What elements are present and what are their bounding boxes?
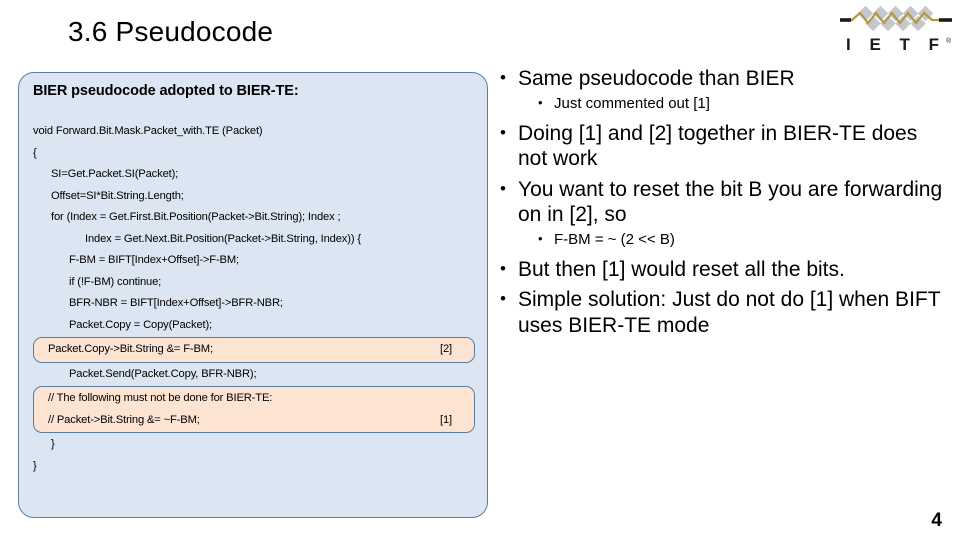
ietf-trademark-icon: ® [946,37,952,45]
code-line: SI=Get.Packet.SI(Packet); [51,168,179,180]
bullet-item: Simple solution: Just do not do [1] when… [496,286,948,338]
code-ref-label [452,388,474,410]
highlight-box-2: Packet.Copy->Bit.String &= F-BM; [2] [33,337,475,363]
code-line: BFR-NBR = BIFT[Index+Offset]->BFR-NBR; [69,297,283,309]
code-ref-label: [1] [440,413,452,426]
bullet-sub-item: Just commented out [1] [496,93,948,114]
pseudocode-panel-heading: BIER pseudocode adopted to BIER-TE: [33,83,299,99]
ietf-logo: I E T F ® [838,2,954,62]
code-line: Packet.Send(Packet.Copy, BFR-NBR); [69,367,257,380]
code-line: if (!F-BM) continue; [69,275,162,288]
code-text: Packet.Copy->Bit.String &= F-BM; [48,343,213,355]
code-line: } [51,438,55,450]
code-line: void Forward.Bit.Mask.Packet_with.TE (Pa… [33,125,263,137]
code-line: for (Index = Get.First.Bit.Position(Pack… [51,211,341,223]
bullet-item: Doing [1] and [2] together in BIER-TE do… [496,120,948,172]
bullet-list: Same pseudocode than BIER Just commented… [496,65,948,343]
code-line: { [33,146,37,159]
highlight-box-1: // The following must not be done for BI… [33,386,475,433]
code-text: // The following must not be done for BI… [48,392,273,404]
bullet-item: Same pseudocode than BIER [496,65,948,92]
pseudocode-panel: BIER pseudocode adopted to BIER-TE: void… [18,72,488,518]
code-line: Packet.Copy = Copy(Packet); [69,318,213,331]
ietf-wordmark: I E T F [846,35,946,54]
code-text: // Packet->Bit.String &= ~F-BM; [48,413,200,426]
bullet-item: But then [1] would reset all the bits. [496,256,948,283]
code-line: Offset=SI*Bit.String.Length; [51,189,184,202]
page-title: 3.6 Pseudocode [68,16,274,47]
code-line-highlighted: // The following must not be done for BI… [34,388,474,410]
bullet-sub-item: F-BM = ~ (2 << B) [496,229,948,250]
code-line: Index = Get.Next.Bit.Position(Packet->Bi… [85,232,361,245]
page-number: 4 [931,510,942,531]
code-ref-label: [2] [440,343,452,355]
code-line-highlighted: Packet.Copy->Bit.String &= F-BM; [2] [34,339,474,361]
code-line: } [33,459,37,472]
bullet-item: You want to reset the bit B you are forw… [496,176,948,228]
code-line-highlighted: // Packet->Bit.String &= ~F-BM; [1] [34,410,474,432]
ietf-logo-graphic: I E T F ® [840,5,952,54]
code-line: F-BM = BIFT[Index+Offset]->F-BM; [69,254,239,266]
pseudocode-lines: void Forward.Bit.Mask.Packet_with.TE (Pa… [19,121,487,477]
